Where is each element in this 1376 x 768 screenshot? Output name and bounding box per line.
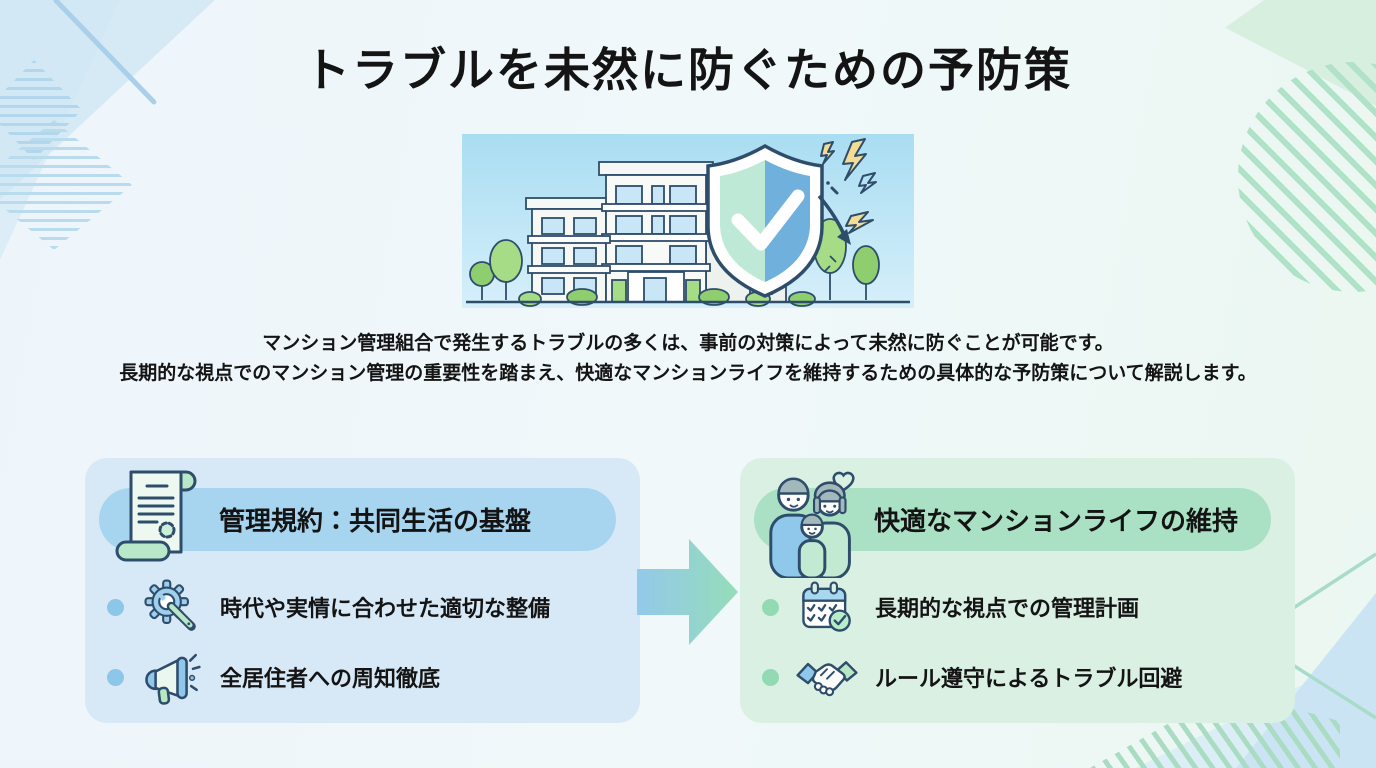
description-line-2: 長期的な視点でのマンション管理の重要性を踏まえ、快適なマンションライフを維持する… [119, 363, 1257, 384]
list-item: 長期的な視点での管理計画 [762, 575, 1139, 639]
description-line-1: マンション管理組合で発生するトラブルの多くは、事前の対策によって未然に防ぐことが… [262, 333, 1114, 354]
page-title: トラブルを未然に防ぐための予防策 [304, 44, 1072, 96]
handshake-icon [796, 661, 858, 697]
checkmark-icon [731, 189, 805, 251]
list-item-label: 長期的な視点での管理計画 [875, 596, 1140, 621]
megaphone-icon [145, 653, 201, 705]
bullet-dot [107, 668, 124, 686]
gear-wrench-icon [144, 579, 196, 631]
list-item: 時代や実情に合わせた適切な整備 [107, 575, 550, 639]
shield-with-checkmark [706, 143, 824, 298]
list-item-label: 時代や実情に合わせた適切な整備 [220, 596, 551, 621]
bullet-dot [107, 598, 124, 616]
list-item: ルール遵守によるトラブル回避 [762, 645, 1182, 709]
list-item: 全居住者への周知徹底 [107, 645, 440, 709]
card-title: 快適なマンションライフの維持 [874, 506, 1239, 536]
card-header-pill [99, 488, 616, 551]
card-comfortable-life: 快適なマンションライフの維持 [740, 458, 1295, 723]
card-management-rules: 管理規約：共同生活の基盤 [85, 458, 640, 723]
flow-arrow [637, 539, 738, 645]
description: マンション管理組合で発生するトラブルの多くは、事前の対策によって未然に防ぐことが… [0, 329, 1376, 389]
scroll-icon [115, 470, 197, 562]
building-shield-illustration [462, 134, 914, 308]
bullet-dot [762, 668, 779, 686]
card-title: 管理規約：共同生活の基盤 [219, 506, 532, 536]
family-icon [769, 471, 855, 578]
calendar-check-icon [802, 581, 851, 632]
bullet-dot [762, 598, 779, 616]
lightning-bolt-icons [820, 138, 877, 234]
list-item-label: 全居住者への周知徹底 [220, 666, 441, 691]
deflection-arrow [817, 181, 851, 245]
list-item-label: ルール遵守によるトラブル回避 [875, 666, 1183, 691]
